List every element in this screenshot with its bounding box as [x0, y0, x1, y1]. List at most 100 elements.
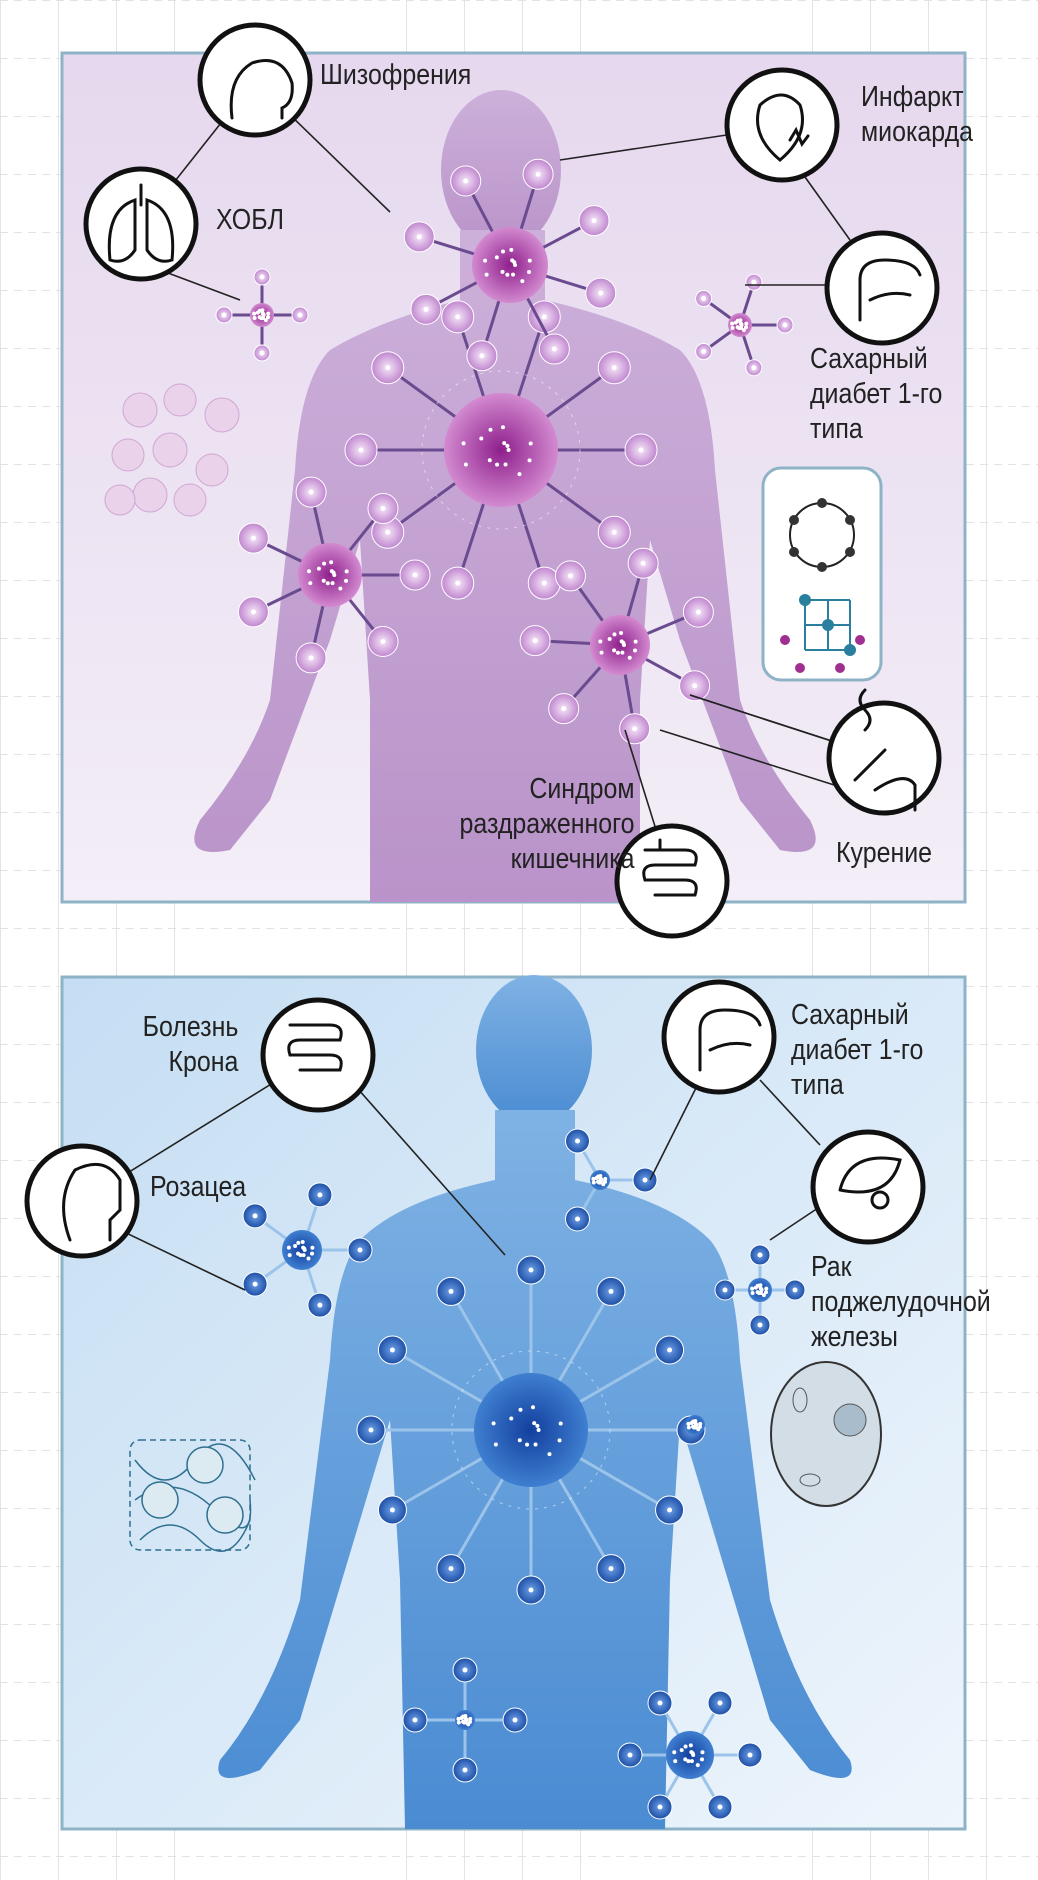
hub-dot [329, 560, 334, 565]
icon-circle [810, 1129, 926, 1245]
label-copd: ХОБЛ [216, 204, 284, 236]
hub-dot [293, 1243, 298, 1248]
cell-node-core [528, 1587, 534, 1593]
label-crohn: Болезнь Крона [142, 1010, 238, 1080]
hub-dot [535, 1423, 540, 1428]
cell-node-core [667, 1507, 673, 1513]
liver-tumor-icon [810, 1129, 926, 1245]
hub-dot [266, 311, 271, 316]
cell-node-core [751, 279, 757, 285]
icon-circle [826, 700, 942, 816]
cell-node-core [608, 1566, 614, 1572]
disease-icons [24, 22, 942, 1259]
cell-node-core [462, 1767, 468, 1773]
hub-dot [527, 258, 532, 263]
cell-node-core [317, 1302, 323, 1308]
label-ibs: Синдром раздраженного кишечника [460, 772, 635, 877]
icon-circle [724, 67, 840, 183]
cell-node-core [412, 1717, 418, 1723]
intestine-icon [614, 823, 730, 939]
label-infarction: Инфаркт миокарда [861, 80, 973, 150]
hub-dot [260, 316, 265, 321]
hub-dot [738, 321, 743, 326]
hub-dot [459, 1715, 464, 1720]
cell-node-core [551, 346, 557, 352]
cell-node-core [259, 350, 265, 356]
cell-node-core [657, 1804, 663, 1810]
cell-node-core [389, 1507, 395, 1513]
hub-dot [686, 1759, 691, 1764]
icon-circle [824, 230, 940, 346]
hub-dot [517, 1438, 522, 1443]
hub-dot [495, 462, 500, 467]
hub-dot [738, 326, 743, 331]
cell-node-core [701, 348, 707, 354]
intestine-icon [260, 997, 376, 1113]
cell-node-core [357, 1247, 363, 1253]
hub-dot [488, 427, 493, 432]
hub-dot [500, 249, 505, 254]
label-rosacea: Розацеа [150, 1171, 247, 1203]
label-line: железы [811, 1321, 898, 1353]
cell-node-core [455, 580, 461, 586]
pathway-inset [761, 466, 883, 682]
cell-node-core [532, 638, 538, 644]
hub-dot [296, 1240, 301, 1245]
hub-dot [483, 258, 488, 263]
cell-node-core [591, 218, 597, 224]
hub-dot [527, 269, 532, 274]
hub-dot [344, 569, 349, 574]
hub-dot [532, 1421, 537, 1426]
hub-node [590, 615, 650, 675]
hub-dot [479, 436, 484, 441]
cell-node-core [252, 1281, 258, 1287]
hub-dot [456, 1720, 461, 1725]
hub-dot [325, 581, 330, 586]
hub-dot [505, 272, 510, 277]
cell-node-core [416, 234, 422, 240]
hub-dot [689, 1750, 694, 1755]
hub-dot [689, 1420, 694, 1425]
hub-dot [741, 328, 746, 333]
hub-dot [619, 639, 624, 644]
hub-dot [306, 569, 311, 574]
hub-dot [493, 1442, 498, 1447]
hub-dot [599, 650, 604, 655]
cell-node-core [541, 580, 547, 586]
cell-node-core [782, 322, 788, 328]
hub-dot [761, 1293, 766, 1298]
hub-dot [252, 311, 257, 316]
top-cell-network [215, 158, 794, 745]
hub-dot [730, 321, 735, 326]
cell-node-core [640, 560, 646, 566]
hub-dot [338, 586, 343, 591]
label-line: типа [810, 413, 863, 445]
hub-halo [451, 1350, 611, 1510]
hub-dot [525, 1442, 530, 1447]
cell-node-core [463, 178, 469, 184]
hub-dot [322, 561, 327, 566]
cell-node-core [448, 1566, 454, 1572]
hub-dot [316, 566, 321, 571]
hub-dot [321, 578, 326, 583]
cell-node-core [792, 1287, 798, 1293]
icon-glyph [62, 1162, 122, 1242]
icon-glyph [838, 1156, 902, 1210]
hub-dot [517, 472, 522, 477]
hub-dot [509, 1416, 514, 1421]
hub-dot [463, 1720, 468, 1725]
hub-dot [518, 1407, 523, 1412]
hub-dot [300, 1240, 305, 1245]
hub-dot [730, 326, 735, 331]
hub-dot [547, 1452, 552, 1457]
hub-dot [688, 1743, 693, 1748]
cell-node-core [423, 306, 429, 312]
label-line: типа [791, 1069, 844, 1101]
hub-dot [530, 1405, 535, 1410]
hub-dot [750, 1286, 755, 1291]
hub-dot [758, 1291, 763, 1296]
hub-dot [683, 1744, 688, 1749]
pancreas-icon [824, 230, 940, 346]
cell-node-core [717, 1700, 723, 1706]
